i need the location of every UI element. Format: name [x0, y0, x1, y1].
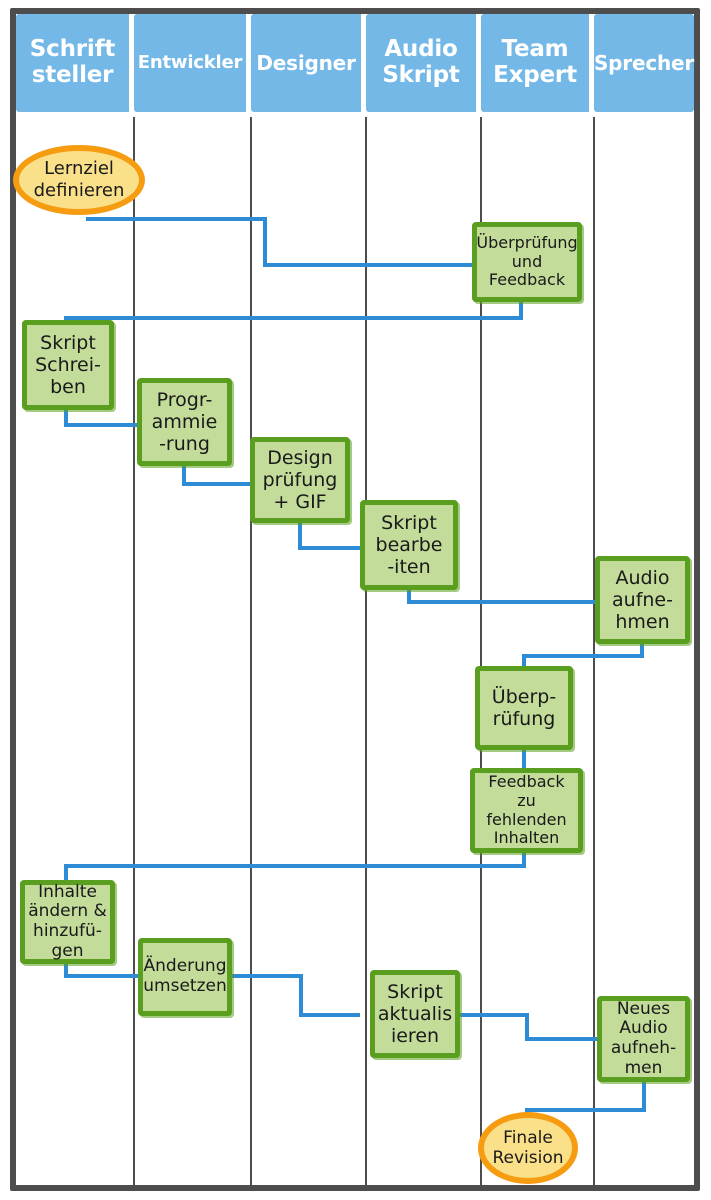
node-skript-aktualisieren-line3: ieren [390, 1025, 440, 1048]
node-inhalte-aendern-hinzufuegen[interactable]: Inhalte ändern & hinzufü- gen [20, 880, 115, 964]
lane-header-sprecher[interactable]: Sprecher [594, 14, 694, 112]
lane-divider-1 [133, 117, 135, 1185]
node-feedback-zu-fehlenden-inhalten-line1: Feedback [488, 772, 565, 792]
lane-divider-3 [365, 117, 367, 1185]
node-feedback-zu-fehlenden-inhalten-line4: Inhalten [493, 828, 560, 848]
node-skript-schreiben-line3: ben [50, 376, 86, 399]
node-aenderung-umsetzen-line1: Änderung [143, 956, 227, 977]
node-inhalte-aendern-hinzufuegen-line4: gen [51, 940, 84, 961]
node-skript-bearbeiten-line2: bearbe [375, 533, 443, 556]
lane-header-team-expert[interactable]: Team Expert [481, 14, 594, 112]
node-ueberpruefung-und-feedback-line3: Feedback [488, 270, 566, 290]
node-programmierung-line3: -rung [159, 433, 210, 456]
lane-divider-4 [480, 117, 482, 1185]
node-finale-revision-line2: Revision [492, 1148, 564, 1168]
lane-header-team-expert-line1: Team [501, 36, 569, 63]
lane-header-schriftsteller-line1: Schrift [29, 36, 116, 63]
node-ueberpruefung-line2: rüfung [492, 708, 556, 730]
node-inhalte-aendern-hinzufuegen-line3: hinzufü- [33, 921, 102, 941]
node-ueberpruefung-und-feedback-line1: Überprüfung [476, 233, 578, 253]
node-skript-aktualisieren[interactable]: Skript aktualis ieren [370, 970, 460, 1058]
node-skript-aktualisieren-line1: Skript [387, 980, 443, 1003]
node-finale-revision-line1: Finale [503, 1127, 553, 1148]
node-programmierung-line1: Progr- [156, 388, 213, 411]
node-lernziel-definieren-line1: Lernziel [44, 158, 114, 180]
node-inhalte-aendern-hinzufuegen-line2: ändern & [28, 901, 107, 922]
node-ueberpruefung-und-feedback-line2: und [511, 251, 543, 271]
node-inhalte-aendern-hinzufuegen-line1: Inhalte [38, 881, 97, 902]
node-designpruefung-gif-line2: prüfung [262, 468, 338, 491]
node-audio-aufnehmen-line1: Audio [615, 566, 670, 589]
lane-header-audio-skript[interactable]: Audio Skript [366, 14, 481, 112]
node-feedback-zu-fehlenden-inhalten-line3: fehlenden [486, 809, 567, 829]
node-audio-aufnehmen-line2: aufne- [612, 588, 673, 611]
node-neues-audio-aufnehmen-line1: Neues [616, 998, 671, 1019]
lane-header-audio-skript-line2: Skript [382, 62, 460, 88]
swimlane-body [16, 117, 694, 1185]
node-lernziel-definieren-line2: definieren [33, 180, 125, 201]
lane-header-entwickler[interactable]: Entwickler [134, 14, 251, 112]
node-skript-schreiben-line1: Skript [40, 331, 96, 354]
node-designpruefung-gif[interactable]: Design prüfung + GIF [250, 437, 350, 523]
node-programmierung[interactable]: Progr- ammie -rung [137, 378, 232, 466]
node-designpruefung-gif-line1: Design [267, 446, 333, 469]
node-neues-audio-aufnehmen-line3: aufneh- [610, 1038, 677, 1058]
node-skript-bearbeiten-line1: Skript [381, 511, 437, 534]
lane-divider-2 [250, 117, 252, 1185]
node-ueberpruefung[interactable]: Überp- rüfung [475, 666, 573, 750]
lane-header-designer[interactable]: Designer [251, 14, 366, 112]
node-audio-aufnehmen-line3: hmen [615, 611, 670, 634]
node-ueberpruefung-und-feedback[interactable]: Überprüfung und Feedback [472, 222, 582, 302]
node-skript-bearbeiten-line3: -iten [387, 556, 431, 579]
node-skript-schreiben-line2: Schrei- [35, 353, 101, 376]
node-ueberpruefung-line1: Überp- [491, 685, 557, 708]
node-finale-revision[interactable]: Finale Revision [478, 1112, 578, 1184]
node-neues-audio-aufnehmen-line2: Audio [619, 1018, 668, 1039]
node-designpruefung-gif-line3: + GIF [273, 491, 327, 514]
node-programmierung-line2: ammie [151, 410, 218, 433]
node-aenderung-umsetzen[interactable]: Änderung umsetzen [138, 938, 232, 1016]
node-audio-aufnehmen[interactable]: Audio aufne- hmen [595, 556, 690, 644]
lane-header-audio-skript-line1: Audio [384, 36, 458, 63]
lane-divider-5 [593, 117, 595, 1185]
node-feedback-zu-fehlenden-inhalten[interactable]: Feedback zu fehlenden Inhalten [470, 768, 583, 853]
lane-header-sprecher-label: Sprecher [593, 50, 695, 75]
node-neues-audio-aufnehmen-line4: men [624, 1057, 663, 1078]
lane-header-entwickler-label: Entwickler [137, 51, 243, 73]
lane-header-schriftsteller-line2: steller [31, 62, 114, 88]
lane-header-designer-label: Designer [256, 50, 356, 75]
node-lernziel-definieren[interactable]: Lernziel definieren [13, 145, 145, 215]
lane-header-schriftsteller[interactable]: Schrift steller [16, 14, 134, 112]
node-skript-aktualisieren-line2: aktualis [377, 1002, 453, 1025]
node-skript-bearbeiten[interactable]: Skript bearbe -iten [360, 500, 458, 590]
node-aenderung-umsetzen-line2: umsetzen [143, 976, 227, 996]
lane-header-team-expert-line2: Expert [493, 62, 577, 88]
swimlane-header-band: Schrift steller Entwickler Designer Audi… [16, 14, 694, 112]
node-feedback-zu-fehlenden-inhalten-line2: zu [517, 790, 536, 810]
node-skript-schreiben[interactable]: Skript Schrei- ben [22, 320, 114, 410]
node-neues-audio-aufnehmen[interactable]: Neues Audio aufneh- men [597, 996, 690, 1082]
